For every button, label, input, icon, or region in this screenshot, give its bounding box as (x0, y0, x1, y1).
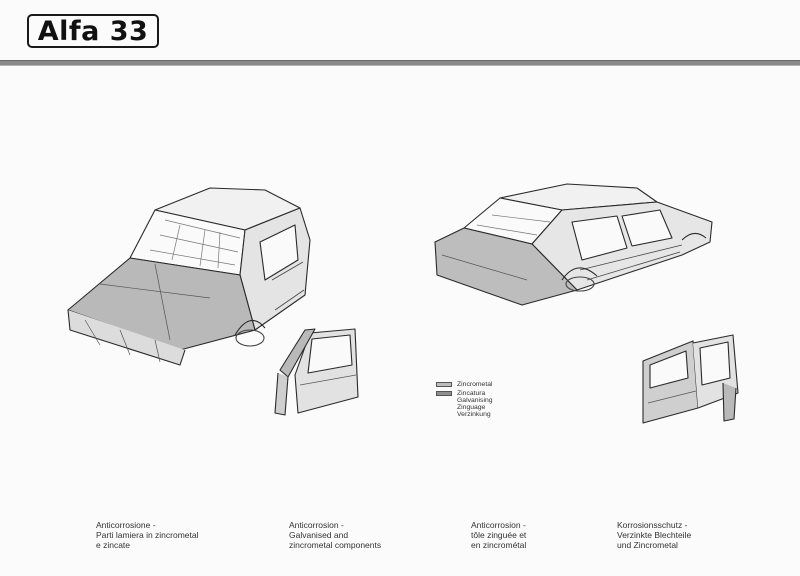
front-door-illustration (274, 328, 359, 416)
rear-door-illustration (642, 334, 739, 424)
caption-line: Anticorrosion - (289, 520, 344, 530)
caption-line: tôle zinguée et (471, 530, 527, 540)
legend-label: Galvanising (457, 397, 493, 404)
page-title: Alfa 33 (27, 14, 159, 48)
caption-line: Galvanised and (289, 530, 349, 540)
legend-item-galvanising: Zincatura Galvanising Zinguage Verzinkun… (436, 390, 493, 418)
caption-line: en zincrométal (471, 540, 527, 550)
caption-italian: Anticorrosione - Parti lamiera in zincro… (96, 520, 199, 550)
zincrometal-swatch (436, 382, 452, 387)
legend-label: Verzinkung (457, 411, 491, 418)
car-body-rear-illustration (434, 183, 713, 306)
caption-line: zincrometal components (289, 540, 382, 550)
legend-label: Zincatura (457, 390, 486, 397)
caption-french: Anticorrosion - tôle zinguée et en zincr… (471, 520, 526, 550)
caption-line: und Zincrometal (617, 540, 678, 550)
caption-line: Korrosionsschutz - (617, 520, 688, 530)
caption-english: Anticorrosion - Galvanised and zincromet… (289, 520, 381, 550)
material-legend: Zincrometal Zincatura Galvanising Zingua… (436, 381, 493, 420)
legend-label: Zincrometal (457, 381, 493, 388)
car-body-front-illustration (67, 187, 311, 366)
caption-line: e zincate (96, 540, 131, 550)
galvanising-swatch (436, 391, 452, 396)
header-rule (0, 60, 800, 66)
legend-item-zincrometal: Zincrometal (436, 381, 493, 388)
caption-line: Verzinkte Blechteile (617, 530, 692, 540)
legend-label: Zinguage (457, 404, 486, 411)
caption-line: Anticorrosione - (96, 520, 156, 530)
caption-line: Anticorrosion - (471, 520, 526, 530)
caption-line: Parti lamiera in zincrometal (96, 530, 199, 540)
caption-german: Korrosionsschutz - Verzinkte Blechteile … (617, 520, 691, 550)
